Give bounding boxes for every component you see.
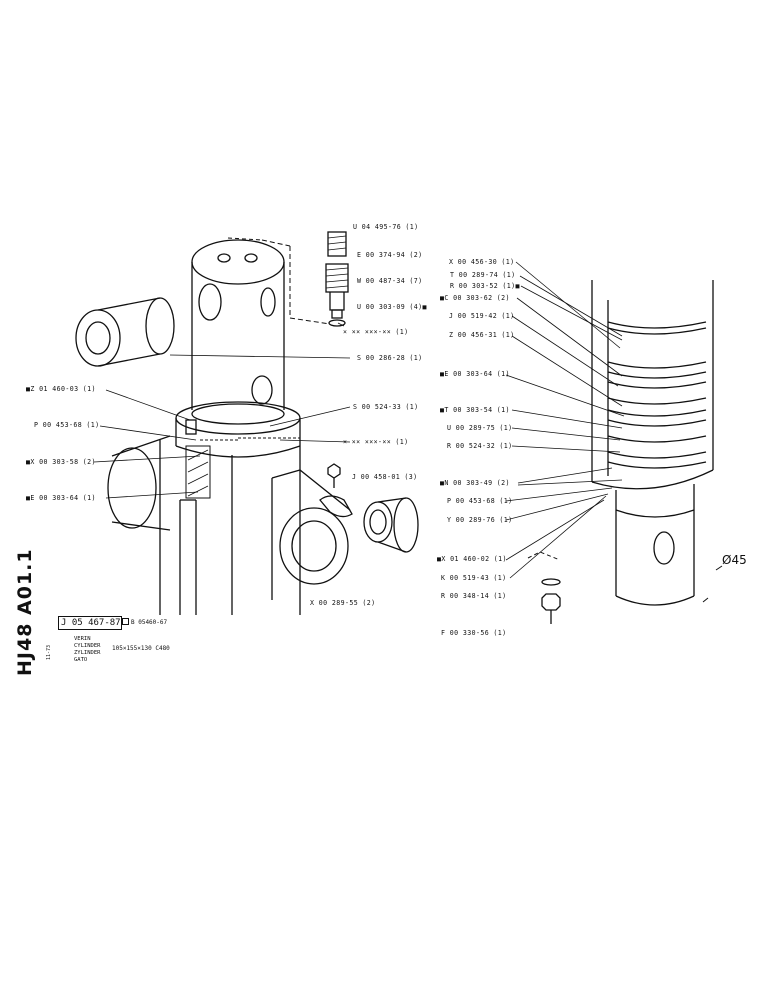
callout-right: R 00 303-52 (1)■ bbox=[450, 282, 520, 290]
callout-left: S 00 286-28 (1) bbox=[357, 354, 423, 362]
piston-rod bbox=[191, 239, 285, 410]
bushing-top bbox=[75, 297, 175, 367]
cylinder-eye-left bbox=[107, 435, 171, 531]
description-line: GATO bbox=[74, 657, 88, 663]
callout-left: P 00 453-68 (1) bbox=[34, 421, 100, 429]
callout-left: X 00 289-55 (2) bbox=[310, 599, 376, 607]
description-line: CYLINDER bbox=[74, 643, 101, 649]
callout-left: × ×× ×××-×× (1) bbox=[343, 438, 409, 446]
callout-right: K 00 519-43 (1) bbox=[441, 574, 507, 582]
part-number: J 05 467-87 bbox=[58, 616, 122, 630]
bleed-screw-stack bbox=[325, 231, 349, 327]
callout-right: J 00 519-42 (1) bbox=[449, 312, 515, 320]
callout-left: J 00 458-01 (3) bbox=[352, 473, 418, 481]
callout-right: Y 00 289-76 (1) bbox=[447, 516, 513, 524]
callout-right: ■C 00 303-62 (2) bbox=[440, 294, 510, 302]
callout-right: R 00 524-32 (1) bbox=[447, 442, 513, 450]
callout-left: W 00 487-34 (7) bbox=[357, 277, 423, 285]
side-trunnion bbox=[271, 469, 353, 600]
bushing-side bbox=[363, 497, 419, 553]
cylinder-barrel bbox=[159, 440, 301, 615]
description-line: VERIN bbox=[74, 636, 91, 642]
checkbox-square-icon bbox=[122, 618, 129, 625]
part-description: VERIN CYLINDER ZYLINDER GATO bbox=[74, 636, 101, 664]
callout-right: R 00 348-14 (1) bbox=[441, 592, 507, 600]
callout-right: U 00 289-75 (1) bbox=[447, 424, 513, 432]
callout-right: T 00 289-74 (1) bbox=[450, 271, 516, 279]
grease-nipple bbox=[327, 463, 341, 488]
callout-left: ■X 00 303-58 (2) bbox=[26, 458, 96, 466]
sheet-id: HJ48 A01.1 bbox=[14, 548, 36, 676]
callout-left: U 04 495-76 (1) bbox=[353, 223, 419, 231]
sheet-date: 11-73 bbox=[46, 644, 52, 660]
callout-right: F 00 330-56 (1) bbox=[441, 629, 507, 637]
callout-left: × ×× ×××-×× (1) bbox=[343, 328, 409, 336]
callout-left: ■Z 01 460-03 (1) bbox=[26, 385, 96, 393]
callout-right: ■X 01 460-02 (1) bbox=[437, 555, 507, 563]
diameter-label: Ø45 bbox=[722, 553, 747, 567]
leader-lines-left bbox=[93, 322, 351, 499]
callout-left: ■E 00 303-64 (1) bbox=[26, 494, 96, 502]
callout-right: ■N 00 303-49 (2) bbox=[440, 479, 510, 487]
callout-right: X 00 456-30 (1) bbox=[449, 258, 515, 266]
callout-left: E 00 374-94 (2) bbox=[357, 251, 423, 259]
cylinder-section-right bbox=[591, 280, 714, 606]
description-line: ZYLINDER bbox=[74, 650, 101, 656]
callout-left: U 00 303-09 (4)■ bbox=[357, 303, 427, 311]
callout-right: ■T 00 303-54 (1) bbox=[440, 406, 510, 414]
leader-lines-right bbox=[505, 261, 625, 579]
callout-right: Z 00 456-31 (1) bbox=[449, 331, 515, 339]
callout-right: ■E 00 303-64 (1) bbox=[440, 370, 510, 378]
cylinder-head bbox=[175, 401, 301, 499]
size-spec: 105×155×130 C480 bbox=[112, 645, 170, 652]
reference-number-text: B 05460-67 bbox=[131, 619, 168, 626]
callout-left: S 00 524-33 (1) bbox=[353, 403, 419, 411]
reference-number: B 05460-67 bbox=[122, 618, 167, 626]
bottom-bolt bbox=[541, 578, 561, 624]
callout-right: P 00 453-68 (1) bbox=[447, 497, 513, 505]
